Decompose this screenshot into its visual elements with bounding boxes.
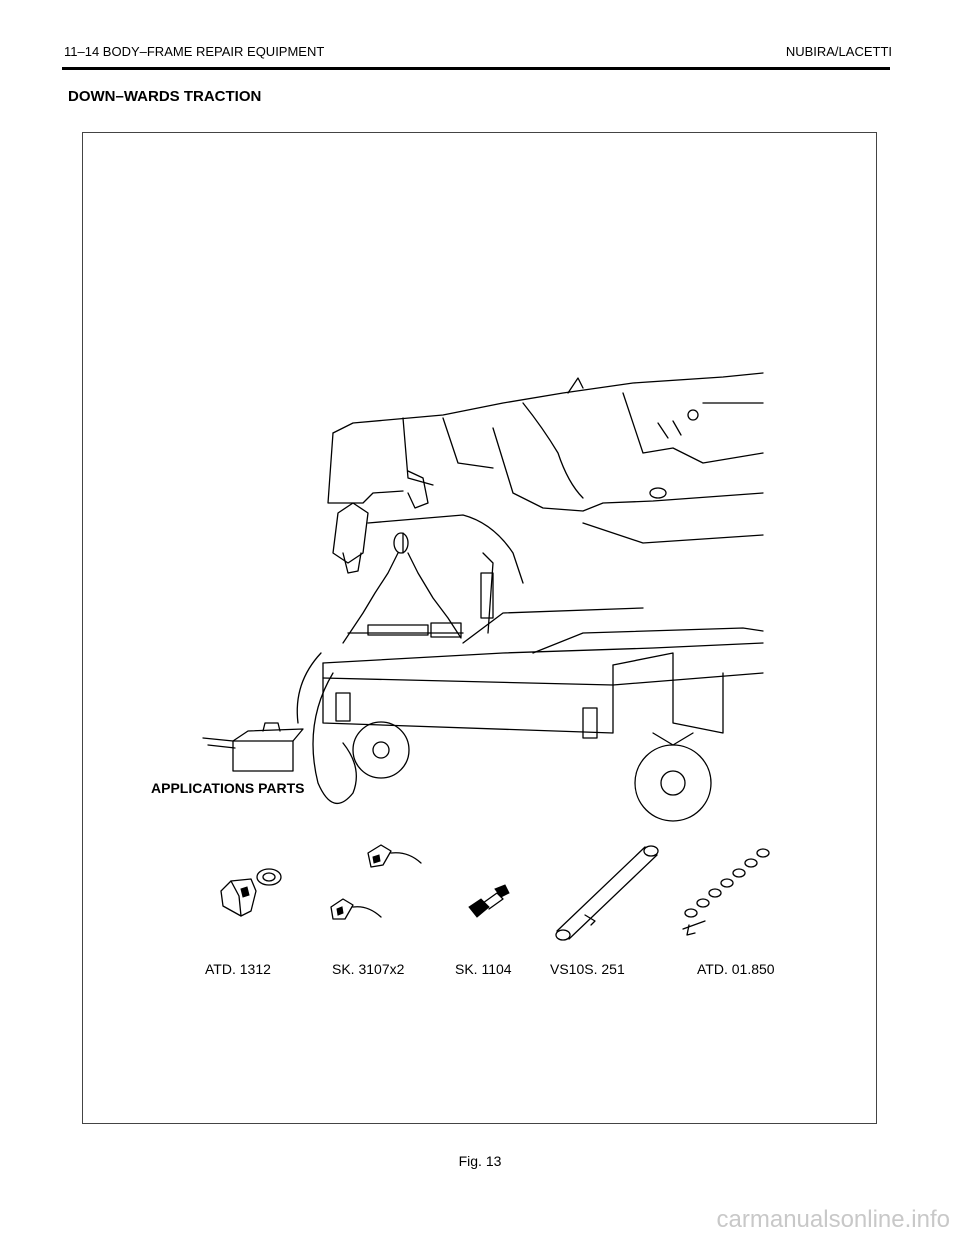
traction-illustration — [202, 372, 764, 822]
part-label-vs10s-251: VS10S. 251 — [550, 961, 625, 977]
part-label-sk-1104: SK. 1104 — [455, 961, 512, 977]
header-title: 11–14 BODY–FRAME REPAIR EQUIPMENT — [64, 44, 325, 59]
part-sk-1104-illustration — [468, 884, 510, 918]
part-label-atd-1312: ATD. 1312 — [205, 961, 271, 977]
part-label-sk-3107: SK. 3107x2 — [332, 961, 405, 977]
figure-frame: APPLICATIONS PARTS — [82, 132, 877, 1124]
part-atd-01-850-illustration — [682, 848, 770, 936]
part-vs10s-251-illustration — [555, 845, 659, 941]
part-atd-1312-illustration — [220, 868, 282, 917]
header-rule — [62, 67, 890, 70]
applications-title: APPLICATIONS PARTS — [151, 780, 305, 796]
header-model: NUBIRA/LACETTI — [785, 44, 892, 59]
figure-caption: Fig. 13 — [458, 1153, 502, 1169]
section-title: DOWN–WARDS TRACTION — [68, 88, 262, 105]
part-label-atd-01-850: ATD. 01.850 — [697, 961, 775, 977]
watermark: carmanualsonline.info — [716, 1206, 950, 1233]
part-sk-3107-illustration — [330, 844, 422, 920]
